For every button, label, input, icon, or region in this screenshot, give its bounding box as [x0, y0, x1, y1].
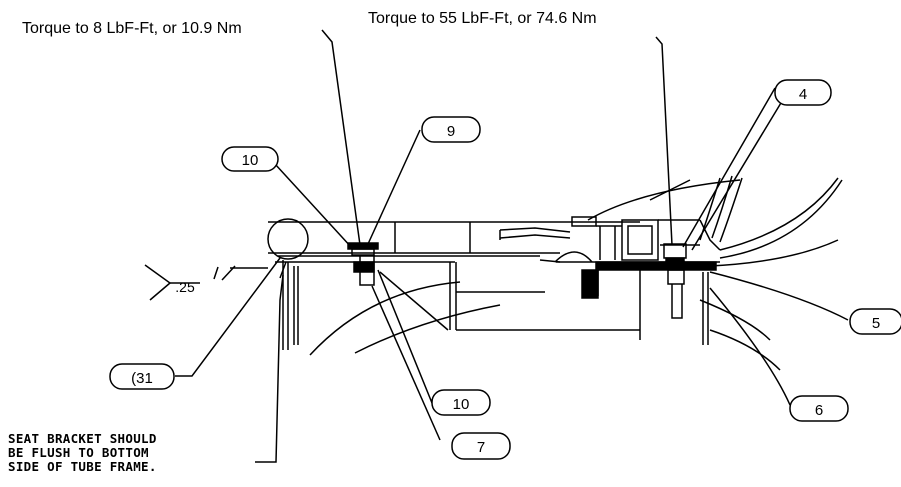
callout-10-bottom: 10 [453, 396, 470, 413]
seat-back-contour [587, 175, 843, 267]
frame-rails [268, 221, 640, 263]
left-bolt-assembly [347, 242, 379, 286]
caption-line-1: SEAT BRACKET SHOULD [8, 431, 157, 446]
torque-note-left: Torque to 8 LbF-Ft, or 10.9 Nm [22, 20, 242, 37]
callout-5: 5 [872, 315, 880, 332]
caption-line-2: BE FLUSH TO BOTTOM [8, 445, 149, 460]
callout-bubbles [109, 79, 901, 460]
callout-6: 6 [815, 402, 823, 419]
caption-line-3: SIDE OF TUBE FRAME. [8, 459, 157, 474]
seat-bracket-caption: SEAT BRACKET SHOULD BE FLUSH TO BOTTOM S… [8, 432, 157, 474]
clamp-assembly [499, 216, 597, 263]
lower-arcs [309, 281, 781, 371]
weld-symbol [144, 264, 268, 301]
dimension-025: .25 [175, 279, 195, 295]
callout-9: 9 [447, 123, 455, 140]
callout-7: 7 [477, 439, 485, 456]
torque-leader-lines [321, 29, 673, 246]
callout-leaders [175, 87, 849, 463]
callout-31: (31 [131, 370, 153, 387]
callout-10-top: 10 [242, 152, 259, 169]
torque-note-right: Torque to 55 LbF-Ft, or 74.6 Nm [368, 10, 597, 27]
callout-labels: 4 5 6 7 9 10 10 (31 .25 [131, 86, 880, 456]
right-bolt-assembly [663, 243, 687, 319]
right-housing [556, 219, 721, 345]
tube-frame-circle [267, 218, 309, 260]
callout-4: 4 [799, 86, 807, 103]
